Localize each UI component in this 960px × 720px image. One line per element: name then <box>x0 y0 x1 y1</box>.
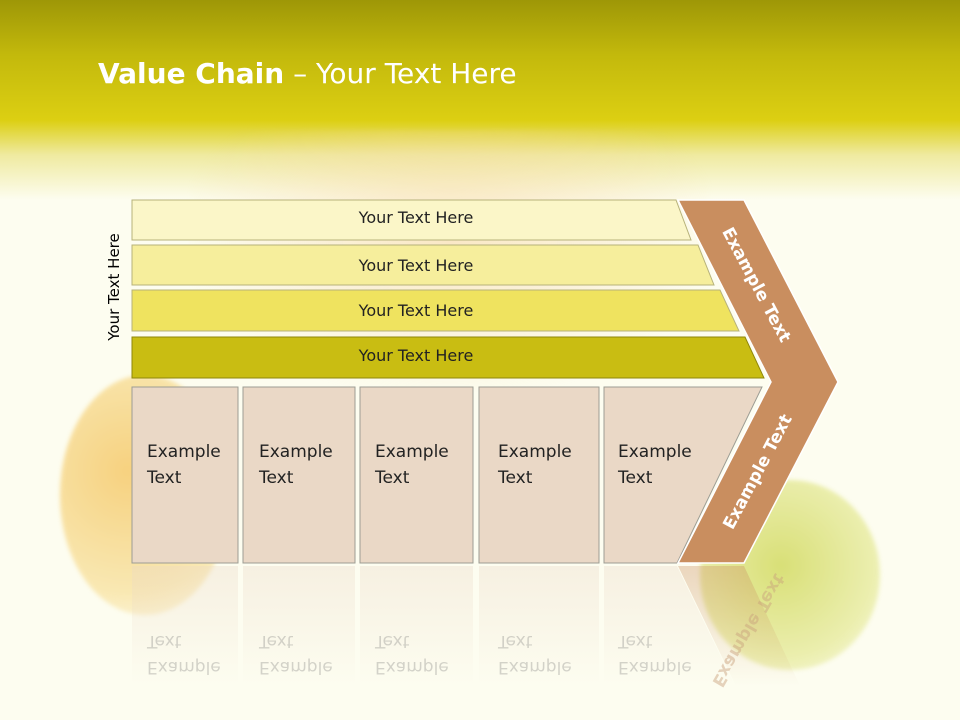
box-4-reflection <box>479 566 599 686</box>
band-4 <box>131 336 765 379</box>
box-3-reflection <box>360 566 473 686</box>
box-4 <box>478 386 600 564</box>
box-1-reflection <box>132 566 238 686</box>
title-bold: Value Chain <box>98 57 285 90</box>
box-5-reflection <box>604 566 735 686</box>
band-1 <box>131 199 692 241</box>
band-3 <box>131 289 740 332</box>
box-3 <box>359 386 474 564</box>
chevron-arrow <box>676 199 839 564</box>
band-label-3: Your Text Here <box>358 301 474 320</box>
band-label-1: Your Text Here <box>358 208 474 227</box>
band-label-2: Your Text Here <box>358 256 474 275</box>
box-5 <box>603 386 763 564</box>
box-2 <box>242 386 356 564</box>
slide-title: Value Chain – Your Text Here <box>98 52 517 96</box>
title-rest: – Your Text Here <box>284 57 517 90</box>
band-label-4: Your Text Here <box>358 346 474 365</box>
box-2-reflection <box>243 566 355 686</box>
band-2 <box>131 244 715 286</box>
box-1 <box>131 386 239 564</box>
chevron-reflection <box>678 566 800 686</box>
